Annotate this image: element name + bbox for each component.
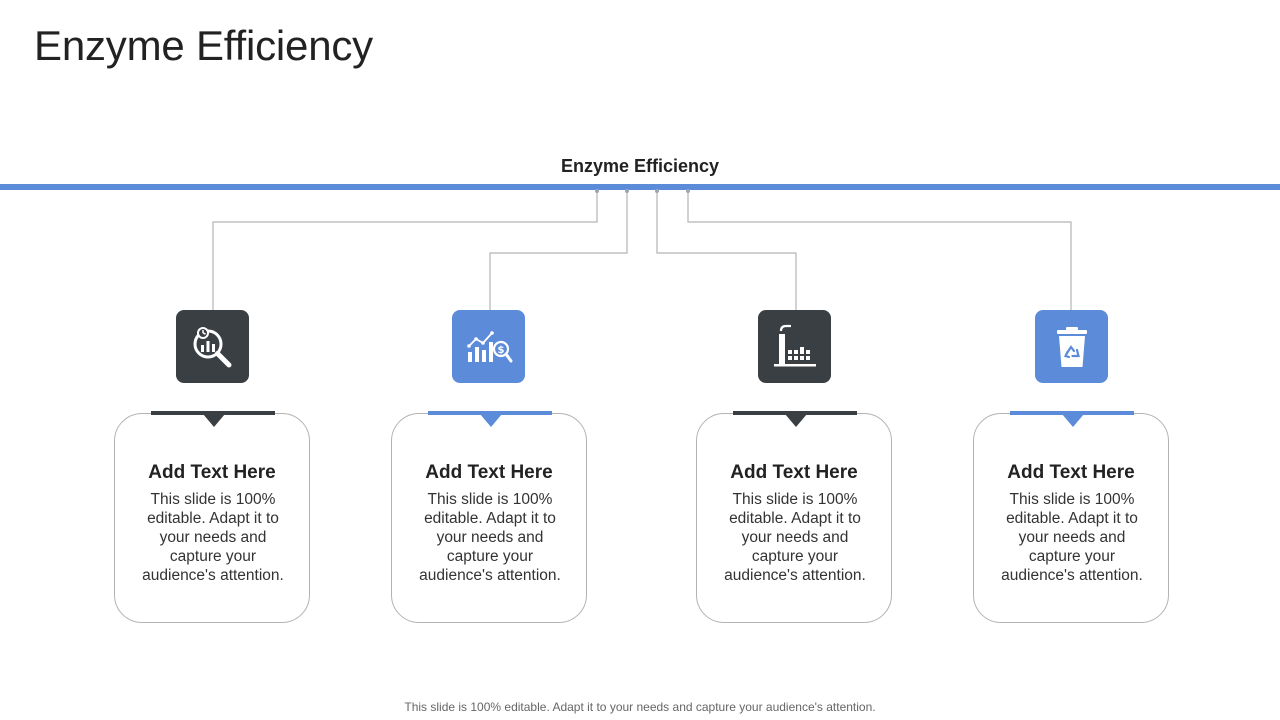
- card-pointer: [1062, 414, 1084, 427]
- factory-icon: [773, 324, 816, 366]
- icon-tile-1: [176, 310, 249, 383]
- card-pointer: [480, 414, 502, 427]
- hub-bar: [0, 184, 1280, 190]
- icon-tile-3: [758, 310, 831, 383]
- card-4: Add Text Here This slide is 100% editabl…: [973, 411, 1169, 623]
- growth-chart-dollar-icon: $: [466, 330, 512, 362]
- card-body: This slide is 100% editable. Adapt it to…: [724, 491, 866, 584]
- page-title: Enzyme Efficiency: [34, 22, 373, 69]
- card-heading: Add Text Here: [730, 462, 858, 483]
- card-1: Add Text Here This slide is 100% editabl…: [114, 411, 310, 623]
- card-accent-bar: [733, 411, 857, 415]
- card-accent-bar: [1010, 411, 1134, 415]
- recycle-bin-icon: [1056, 326, 1087, 367]
- connector-dot-2: [625, 189, 629, 193]
- card-2: Add Text Here This slide is 100% editabl…: [391, 411, 587, 623]
- card-pointer: [203, 414, 225, 427]
- card-pointer: [785, 414, 807, 427]
- icon-tile-2: $: [452, 310, 525, 383]
- svg-text:$: $: [497, 345, 504, 356]
- connector-line-4: [687, 190, 1072, 310]
- connector-line-2: [489, 190, 628, 310]
- card-accent-bar: [428, 411, 552, 415]
- connector-line-1: [212, 190, 598, 310]
- card-body: This slide is 100% editable. Adapt it to…: [142, 491, 284, 584]
- card-heading: Add Text Here: [148, 462, 276, 483]
- magnifier-chart-icon: [193, 326, 231, 367]
- hub-label: Enzyme Efficiency: [560, 156, 720, 176]
- card-3: Add Text Here This slide is 100% editabl…: [696, 411, 892, 623]
- connector-line-3: [656, 190, 797, 310]
- icon-tile-4: [1035, 310, 1108, 383]
- card-accent-bar: [151, 411, 275, 415]
- card-heading: Add Text Here: [1007, 462, 1135, 483]
- card-heading: Add Text Here: [425, 462, 553, 483]
- connector-dot-4: [686, 189, 690, 193]
- connector-dot-3: [655, 189, 659, 193]
- card-body: This slide is 100% editable. Adapt it to…: [1001, 491, 1143, 584]
- footer-note: This slide is 100% editable. Adapt it to…: [404, 700, 876, 714]
- connector-dot-1: [595, 189, 599, 193]
- card-body: This slide is 100% editable. Adapt it to…: [419, 491, 561, 584]
